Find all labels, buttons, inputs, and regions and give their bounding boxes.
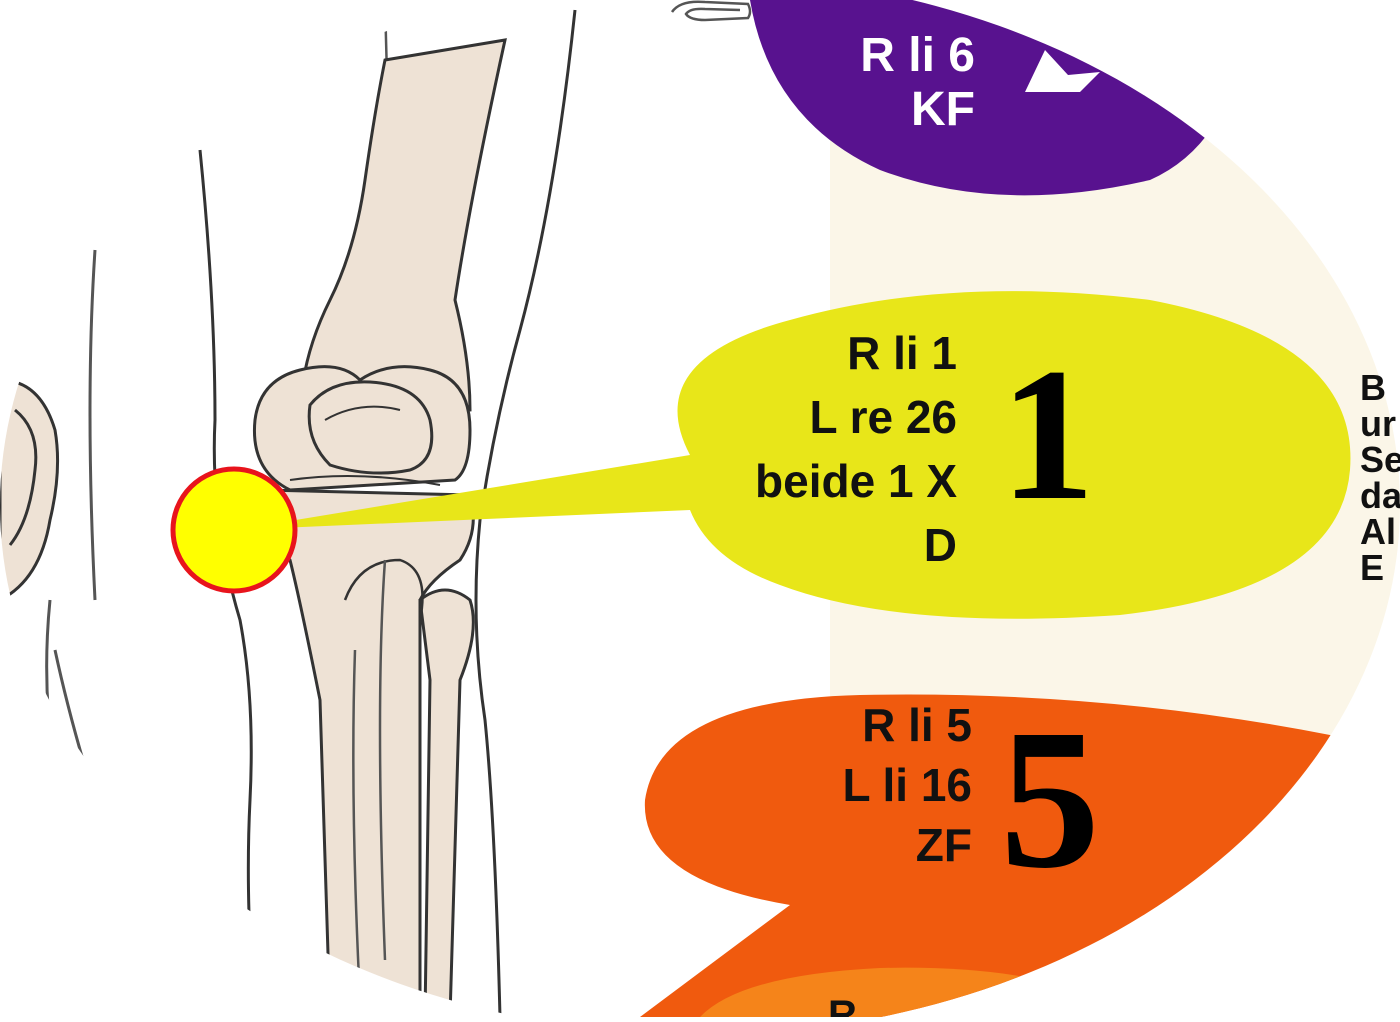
edge-line-5: Al bbox=[1360, 514, 1396, 550]
orange-bubble-number: 5 bbox=[1000, 689, 1100, 910]
edge-line-4: da bbox=[1360, 478, 1400, 514]
purple-line-1: R li 6 bbox=[860, 29, 975, 82]
orange-bubble-text: R li 5 L li 16 ZF bbox=[760, 702, 972, 882]
orange-line-3: ZF bbox=[915, 819, 972, 871]
yellow-line-3: beide 1 X bbox=[755, 455, 957, 507]
up-arrow-icon bbox=[1025, 50, 1100, 92]
yellow-line-4: D bbox=[923, 519, 957, 571]
right-edge-text: B ur Se da Al E bbox=[1360, 370, 1400, 620]
yellow-bubble bbox=[235, 291, 1351, 619]
yellow-bubble-text: R li 1 L re 26 beide 1 X D bbox=[660, 330, 957, 586]
point-marker-icon[interactable] bbox=[170, 466, 298, 594]
orange-line-2: L li 16 bbox=[842, 759, 972, 811]
edge-line-1: B bbox=[1360, 370, 1386, 406]
edge-line-3: Se bbox=[1360, 442, 1400, 478]
bottom-bubble-text: R bbox=[828, 995, 857, 1017]
purple-line-2: KF bbox=[911, 83, 975, 136]
purple-bubble-text: R li 6 KF bbox=[780, 32, 975, 140]
orange-line-1: R li 5 bbox=[862, 699, 972, 751]
edge-line-2: ur bbox=[1360, 406, 1396, 442]
yellow-line-1: R li 1 bbox=[847, 327, 957, 379]
yellow-bubble-number: 1 bbox=[1000, 330, 1095, 540]
yellow-line-2: L re 26 bbox=[809, 391, 957, 443]
paper-clip-icon bbox=[670, 0, 752, 22]
edge-line-6: E bbox=[1360, 550, 1385, 586]
